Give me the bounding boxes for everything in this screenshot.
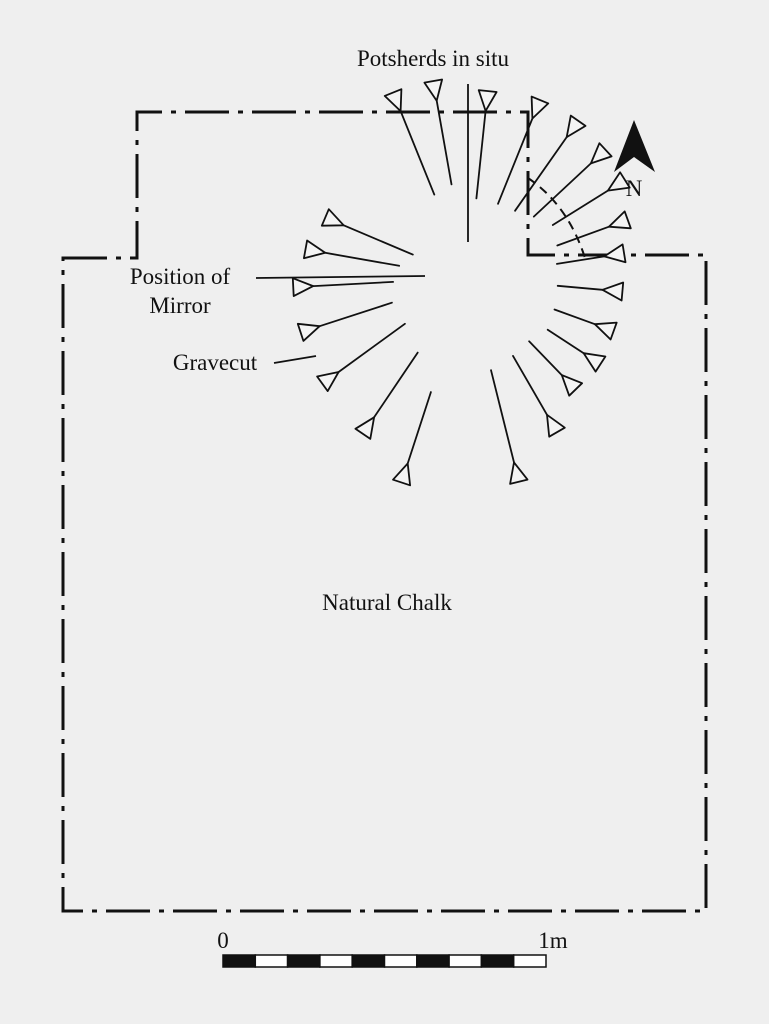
- hachure-triangle: [296, 322, 321, 342]
- hachure-line: [556, 255, 606, 265]
- hachure-line: [435, 99, 453, 186]
- hachure-triangle: [303, 239, 327, 260]
- scale-bar-segment: [480, 954, 515, 968]
- hachure-triangle: [607, 171, 631, 192]
- hachure-line: [318, 301, 393, 328]
- hachure-triangle: [590, 142, 613, 165]
- hachure-line: [373, 351, 419, 419]
- hachure-triangle: [320, 208, 345, 227]
- hachure-line: [514, 136, 568, 212]
- hachure-triangle: [509, 461, 529, 485]
- hachure-line: [528, 340, 563, 377]
- hachure-line: [553, 308, 596, 326]
- scale-bar-segment: [448, 954, 483, 968]
- hachure-triangle: [477, 89, 498, 112]
- hachure-triangle: [423, 78, 443, 102]
- hachure-triangle: [291, 277, 315, 297]
- hachure-line: [406, 391, 432, 465]
- hachure-triangle: [608, 210, 632, 230]
- north-label: N: [626, 176, 643, 201]
- hachure-line: [312, 280, 395, 288]
- hachure-triangle: [565, 114, 587, 138]
- hachure-triangle: [594, 321, 618, 341]
- hachure-line: [342, 224, 414, 256]
- scale-bar-segment: [351, 954, 386, 968]
- hachure-line: [475, 110, 487, 200]
- hachure-triangle: [560, 374, 583, 397]
- mirror-label-line2: Mirror: [149, 293, 211, 318]
- hachure-line: [546, 328, 585, 355]
- hachure-triangle: [530, 95, 550, 120]
- mirror-label-line1: Position of: [130, 264, 231, 289]
- scale-bar-segment: [286, 954, 321, 968]
- scale-end-label: 1m: [538, 928, 568, 953]
- hachure-line: [399, 110, 436, 196]
- mirror-leader-line: [255, 275, 426, 279]
- hachure-triangle: [392, 462, 411, 487]
- grave-cut-hachures: [291, 78, 632, 487]
- hachure-line: [556, 284, 604, 291]
- hachure-line: [337, 322, 406, 373]
- hachure-line: [497, 117, 534, 205]
- hachure-triangle: [383, 88, 403, 112]
- hachure-triangle: [603, 243, 627, 264]
- north-arrow-icon: [614, 120, 655, 172]
- scale-bar-segment: [222, 954, 257, 968]
- trench-outline: [61, 110, 708, 913]
- hachure-line: [532, 162, 592, 218]
- grave-cut-dashed-edge: [527, 177, 586, 259]
- hachure-line: [512, 354, 548, 416]
- scale-bar-segment: [319, 954, 353, 968]
- hachure-triangle: [582, 352, 607, 373]
- scale-bar: [222, 954, 547, 968]
- hachure-line: [551, 189, 609, 226]
- hachure-line: [490, 369, 515, 464]
- hachure-triangle: [354, 416, 375, 440]
- potsherds-label: Potsherds in situ: [357, 46, 510, 71]
- scale-bar-segment: [383, 954, 418, 968]
- scale-start-label: 0: [217, 928, 229, 953]
- hachure-triangle: [601, 281, 625, 302]
- hachure-triangle: [546, 413, 566, 438]
- hachure-line: [556, 225, 610, 247]
- gravecut-leader-line: [273, 355, 317, 364]
- scale-bar-segment: [416, 954, 450, 968]
- hachure-line: [324, 251, 401, 267]
- gravecut-label: Gravecut: [173, 350, 258, 375]
- hachure-triangle: [316, 371, 340, 392]
- scale-bar-segment: [254, 954, 289, 968]
- natural-chalk-label: Natural Chalk: [322, 590, 452, 615]
- scale-bar-segment: [512, 954, 547, 968]
